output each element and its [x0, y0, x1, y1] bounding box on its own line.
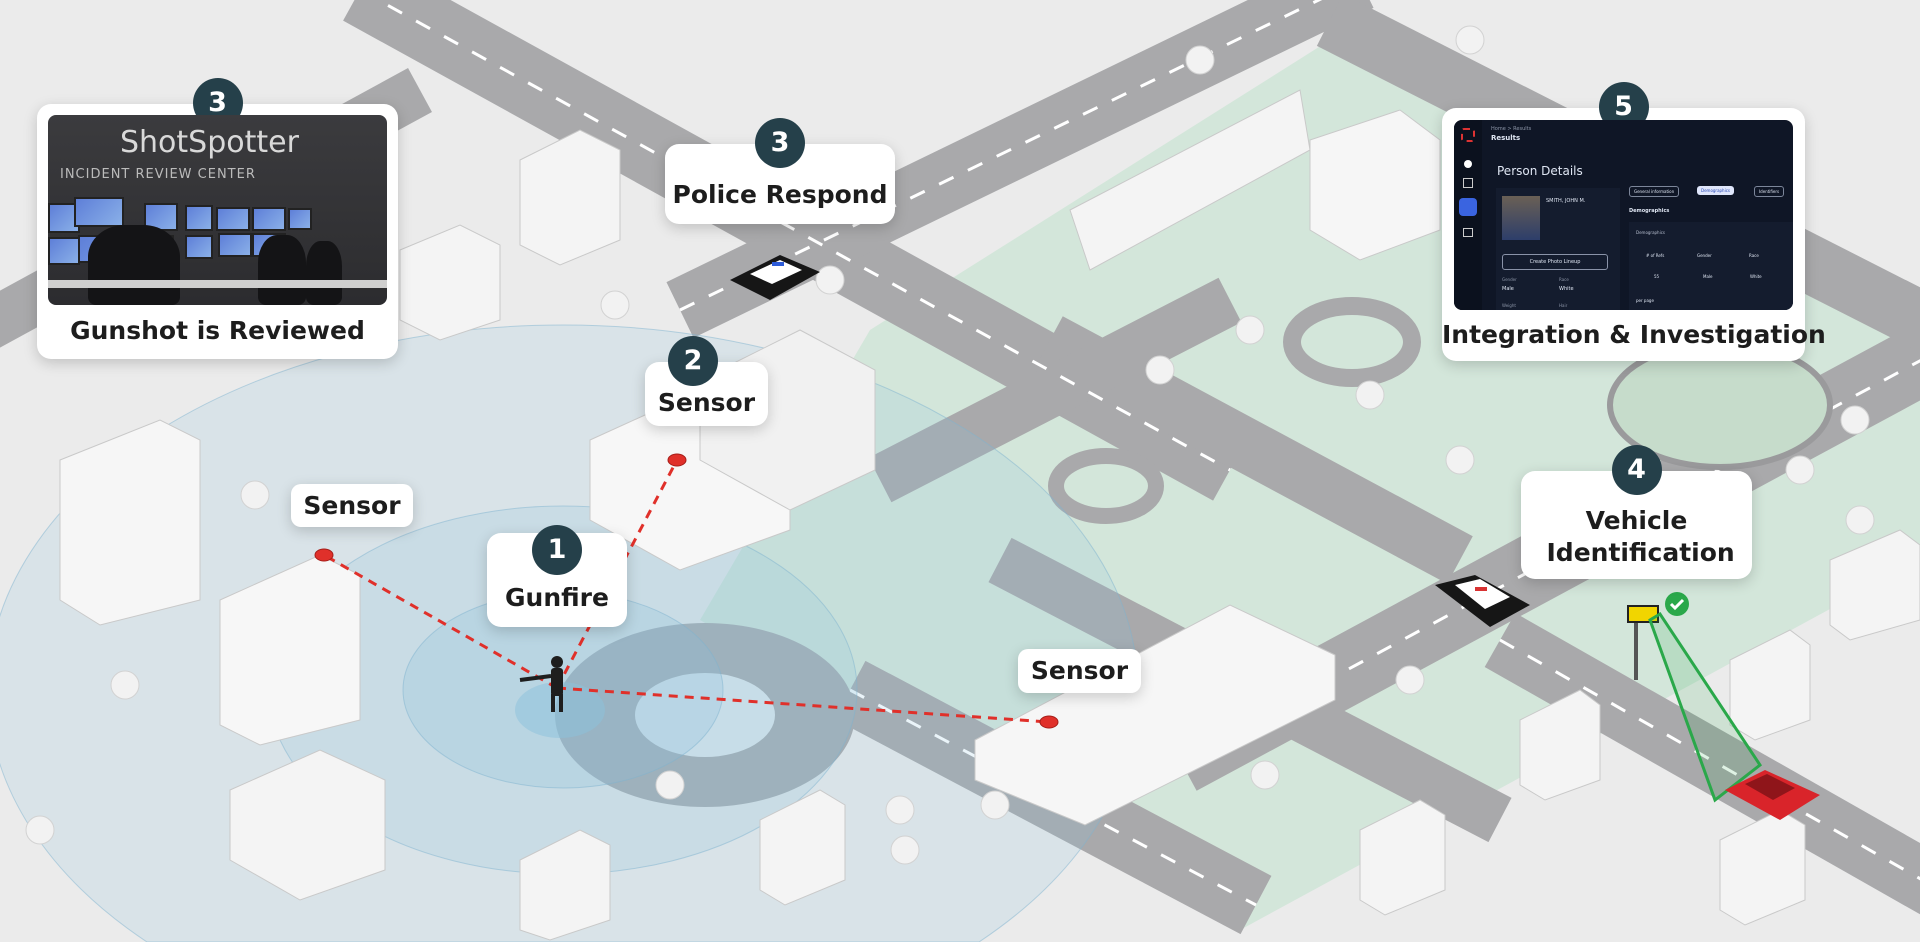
page-title: Person Details — [1497, 164, 1583, 178]
park-roundabout — [1283, 297, 1421, 387]
nav-icon[interactable] — [1464, 160, 1472, 168]
person-details-screenshot: Home > Results Results Person Details SM… — [1454, 120, 1793, 310]
operator-figure — [258, 235, 306, 305]
app-sidebar — [1454, 120, 1482, 310]
suspect-vehicle — [1725, 770, 1820, 820]
step-card-police-respond: 3 Police Respond — [665, 118, 895, 224]
shooter-figure — [519, 656, 563, 712]
police-car — [1435, 575, 1530, 627]
operator-figure — [306, 241, 342, 305]
sensor-device — [314, 548, 334, 562]
field-label: Hair — [1559, 303, 1568, 308]
table-header: Race — [1749, 253, 1759, 258]
step-label: Vehicle Identification — [1546, 506, 1735, 567]
field-label: Weight — [1502, 303, 1516, 308]
sensor-label: Sensor — [1018, 649, 1141, 693]
step-card-sensor: 2 Sensor — [645, 336, 768, 426]
tab-general-information[interactable]: General information — [1629, 186, 1680, 197]
shotspotter-logo-text: ShotSpotter — [120, 125, 299, 160]
search-icon[interactable] — [1459, 198, 1477, 216]
park-roundabout-2 — [1048, 448, 1164, 524]
step-label: Sensor — [657, 388, 756, 417]
field-value: Male — [1502, 286, 1514, 292]
step-label: Integration & Investigation — [1442, 320, 1826, 349]
buildings — [59, 89, 1920, 941]
sensor-device — [1039, 715, 1059, 729]
step-badge: 4 — [1611, 445, 1662, 495]
person-name: SMITH, JOHN M. — [1546, 198, 1586, 204]
header-title: Results — [1491, 134, 1521, 142]
sensor-device — [667, 453, 687, 467]
review-center-text: INCIDENT REVIEW CENTER — [60, 167, 256, 182]
folder-icon[interactable] — [1463, 228, 1473, 237]
tab-identifiers[interactable]: Identifiers — [1754, 186, 1785, 197]
police-car — [730, 255, 820, 300]
field-value: White — [1559, 286, 1574, 292]
breadcrumb: Home > Results — [1491, 126, 1532, 132]
mugshot — [1502, 196, 1540, 240]
table-cell: White — [1750, 274, 1762, 279]
table-cell: 55 — [1654, 274, 1660, 279]
step-label: Gunfire — [505, 583, 609, 612]
operator-figure — [88, 225, 180, 305]
step-badge: 3 — [755, 118, 805, 168]
app-logo-icon — [1461, 128, 1475, 142]
camera-beam — [1648, 611, 1763, 803]
table-cell: Male — [1703, 274, 1713, 279]
step-card-vehicle-identification: 4 Vehicle Identification — [1521, 445, 1752, 579]
home-icon[interactable] — [1463, 178, 1473, 188]
sub-title: Demographics — [1636, 230, 1665, 235]
step-badge: 2 — [668, 336, 718, 386]
step-badge: 1 — [532, 525, 582, 575]
step-label: Police Respond — [672, 180, 888, 209]
create-photo-lineup-button[interactable]: Create Photo Lineup — [1502, 254, 1608, 270]
tab-demographics[interactable]: Demographics — [1697, 186, 1734, 195]
table-header: Gender — [1697, 253, 1712, 258]
step-label: Gunshot is Reviewed — [70, 316, 365, 345]
section-title: Demographics — [1629, 208, 1670, 214]
field-label: Race — [1559, 277, 1569, 282]
sensor-label: Sensor — [291, 484, 413, 527]
table-header[interactable]: # of Refs — [1646, 253, 1665, 258]
trees — [25, 25, 1875, 865]
step-card-integration: 5 Home > Results Results Person Details … — [1442, 82, 1826, 361]
incident-review-center-photo: ShotSpotter INCIDENT REVIEW CENTER — [48, 115, 387, 305]
field-label: Gender — [1502, 277, 1517, 282]
step-card-gunshot-reviewed: 3 ShotSpotter INCIDENT REVIEW CENTER Gun… — [37, 78, 398, 359]
step-card-gunfire: 1 Gunfire — [487, 525, 627, 627]
per-page-select[interactable]: per page — [1636, 298, 1654, 303]
